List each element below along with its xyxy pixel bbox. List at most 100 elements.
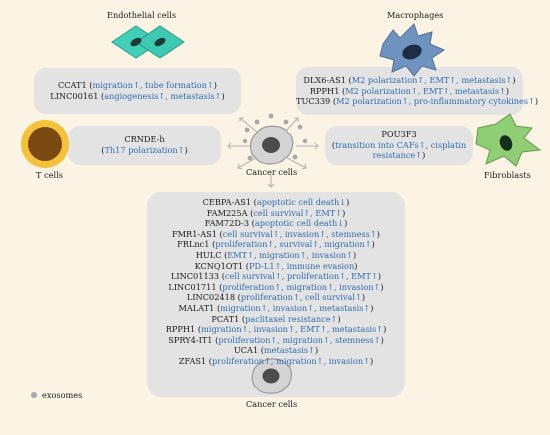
effect-text: migration↑, invasion↑, EMT↑, metastasis↑ [201, 324, 384, 335]
annotation-line: KCNQ1OT1 (PD-L1↑, immune evasion) [194, 260, 358, 271]
annotation-line: LINC01711 (proliferation↑, migration↑, i… [168, 281, 384, 292]
gene-name: FAM72D-3 [204, 218, 250, 229]
effect-text: proliferation↑, cell survival↑ [240, 292, 362, 303]
arrows [227, 117, 319, 188]
label-macrophages: Macrophages [387, 10, 444, 20]
effect-text: resistance↑ [372, 150, 423, 161]
effect-text: Th17 polarization↑ [104, 144, 185, 155]
gene-name: FMR1-AS1 [171, 228, 217, 239]
label-cancer-cells-bottom: Cancer cells [246, 399, 298, 409]
label-fibroblasts: Fibroblasts [484, 170, 531, 180]
effect-text: cell survival↑, proliferation↑, EMT↑ [224, 271, 378, 282]
gene-name: UCA1 [233, 345, 259, 356]
effect-text: metastasis↑ [263, 345, 315, 356]
endothelial-cell-icon [111, 25, 185, 59]
annotation-line: SPRY4-IT1 (proliferation↑, migration↑, s… [168, 334, 384, 345]
annotation-line: RPPH1 (migration↑, invasion↑, EMT↑, meta… [165, 324, 387, 335]
gene-name: FRLnc1 [177, 239, 210, 250]
fibroblast-icon [475, 113, 542, 167]
annotation-line: LINC00161 (angiogenesis↑, metastasis↑) [50, 90, 225, 101]
tcell-box [68, 126, 221, 165]
annotation-line: DLX6-AS1 (M2 polarization↑, EMT↑, metast… [303, 75, 516, 85]
effect-text: migration↑, tube formation↑ [92, 80, 214, 90]
cancer-cell-bottom-icon [251, 358, 292, 394]
annotation-line: LINC01133 (cell survival↑, proliferation… [170, 271, 382, 282]
gene-name: LINC01711 [168, 281, 217, 292]
annotation-line: ZFAS1 (proliferation↑, migration↑, invas… [178, 355, 374, 366]
gene-name: CCAT1 [57, 80, 87, 90]
effect-text: migration↑, invasion↑, metastasis↑ [220, 302, 371, 313]
effect-text: cell survival↑, invasion↑, stemness↑ [222, 228, 377, 239]
annotation-line: TUC339 (M2 polarization↑, pro-inflammato… [296, 96, 539, 107]
effect-text: M2 polarization↑, EMT↑, metastasis↑ [345, 85, 506, 96]
macrophage-box [296, 67, 523, 115]
gene-name: DLX6-AS1 [303, 75, 346, 85]
effect-text: transition into CAFs↑, cisplatin [335, 139, 467, 150]
annotation-line: resistance↑) [372, 150, 426, 161]
gene-name: TUC339 [296, 96, 331, 107]
annotation-line: FRLnc1 (proliferation↑, survival↑, migra… [177, 239, 375, 250]
gene-name: LINC01133 [170, 271, 220, 282]
cancer-box [147, 192, 405, 397]
gene-name: POU3F3 [381, 129, 417, 139]
effect-text: apoptotic cell death↓ [254, 218, 345, 229]
gene-name: CRNDE-h [124, 134, 165, 144]
annotation-line: (transition into CAFs↑, cisplatin [331, 139, 467, 150]
gene-name: RPPH1 [165, 324, 196, 335]
macrophage-text: DLX6-AS1 (M2 polarization↑, EMT↑, metast… [296, 75, 539, 107]
gene-name: SPRY4-IT1 [168, 334, 213, 345]
annotation-line: MALAT1 (migration↑, invasion↑, metastasi… [178, 302, 374, 313]
effect-text: proliferation↑, migration↑, stemness↑ [218, 334, 381, 345]
annotation-line: FAM225A (cell survival↑, EMT↑) [206, 207, 346, 218]
tcell-text: CRNDE-h(Th17 polarization↑) [68, 134, 221, 155]
gene-name: HULC [195, 249, 222, 260]
gene-name: LINC02418 [186, 292, 236, 303]
fibroblast-box [325, 126, 473, 165]
endothelial-text: CCAT1 (migration↑, tube formation↑)LINC0… [34, 80, 241, 101]
effect-text: cell survival↑, EMT↑ [253, 207, 343, 218]
gene-name: FAM225A [206, 207, 248, 218]
annotation-line: FAM72D-3 (apoptotic cell death↓) [204, 218, 348, 229]
gene-name: ZFAS1 [178, 355, 207, 366]
effect-text: apoptotic cell death↓ [256, 197, 347, 207]
macrophage-icon [379, 23, 446, 77]
gene-name: RPPH1 [309, 85, 340, 96]
effect-text: proliferation↑, survival↑, migration↑ [215, 239, 372, 250]
annotation-line: POU3F3 [325, 129, 473, 140]
cancer-text: CEBPA-AS1 (apoptotic cell death↓)FAM225A… [147, 197, 405, 367]
effect-text: proliferation↑, migration↑, invasion↑ [211, 355, 371, 366]
label-t-cells: T cells [36, 170, 63, 180]
exosome-dots [242, 113, 308, 161]
annotation-line: RPPH1 (M2 polarization↑, EMT↑, metastasi… [309, 85, 510, 96]
effect-text: PD-L1↑, immune evasion [249, 260, 355, 271]
effect-text: proliferation↑, migration↑, invasion↑ [222, 281, 381, 292]
annotation-line: HULC (EMT↑, migration↑, invasion↑) [195, 249, 357, 260]
t-cell-icon [21, 120, 69, 168]
label-cancer-cells-center: Cancer cells [246, 167, 298, 177]
gene-name: CEBPA-AS1 [202, 197, 252, 207]
effect-text: M2 polarization↑, EMT↑, metastasis↑ [351, 75, 513, 85]
annotation-line: (Th17 polarization↑) [101, 144, 188, 155]
legend-exosomes-label: exosomes [42, 390, 83, 400]
effect-text: M2 polarization↑, pro-inflammatory cytok… [336, 96, 535, 107]
annotation-line: CEBPA-AS1 (apoptotic cell death↓) [202, 197, 350, 207]
gene-name: LINC00161 [50, 90, 99, 101]
legend-exosome-icon [31, 392, 37, 398]
annotation-line: UCA1 (metastasis↑) [233, 345, 319, 356]
annotation-line: FMR1-AS1 (cell survival↑, invasion↑, ste… [171, 228, 380, 239]
effect-text: paclitaxel resistance↑ [245, 313, 338, 324]
gene-name: PCAT1 [211, 313, 240, 324]
endothelial-box [34, 68, 241, 114]
effect-text: EMT↑, migration↑, invasion↑ [227, 249, 354, 260]
annotation-line: CCAT1 (migration↑, tube formation↑) [57, 80, 217, 90]
effect-text: angiogenesis↑, metastasis↑ [104, 90, 222, 101]
annotation-line: CRNDE-h [68, 134, 221, 145]
gene-name: KCNQ1OT1 [194, 260, 244, 271]
annotation-line: PCAT1 (paclitaxel resistance↑) [211, 313, 341, 324]
label-endothelial-cells: Endothelial cells [107, 10, 177, 20]
cancer-cell-icon [249, 125, 294, 165]
gene-name: MALAT1 [178, 302, 215, 313]
annotation-line: LINC02418 (proliferation↑, cell survival… [186, 292, 366, 303]
